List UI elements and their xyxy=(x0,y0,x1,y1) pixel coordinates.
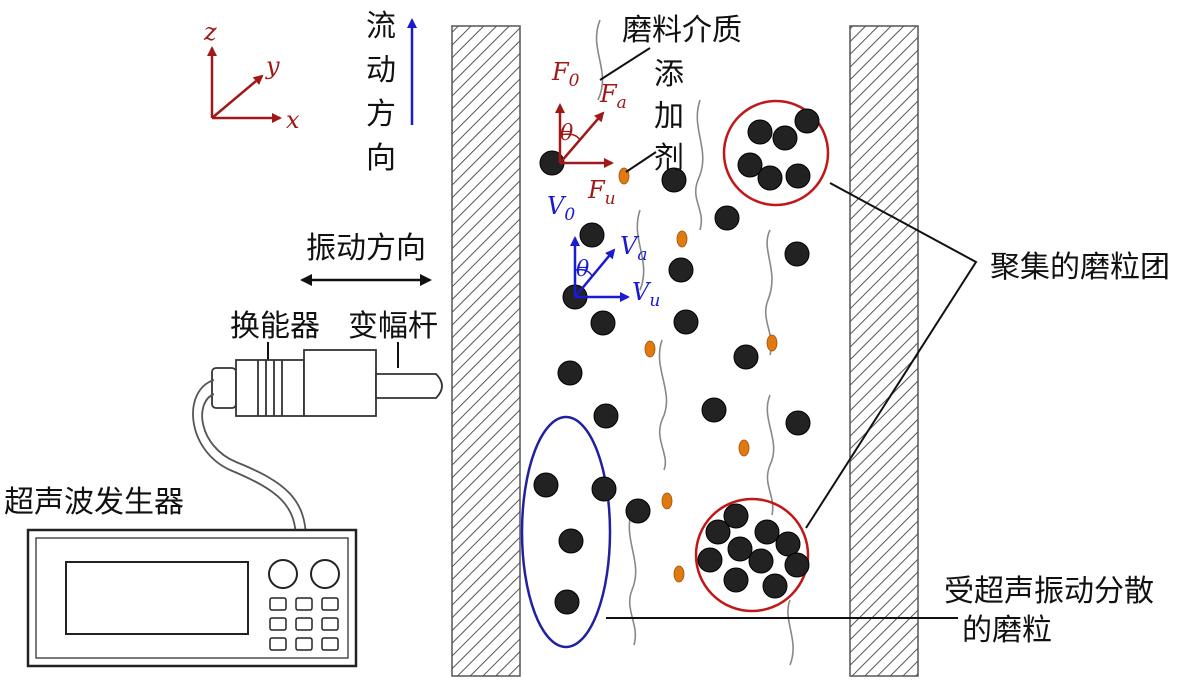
additive-droplets xyxy=(618,167,778,583)
additive-char-1: 添 xyxy=(654,57,684,92)
right-wall xyxy=(849,25,919,677)
coordinate-axes xyxy=(207,46,282,123)
medium-chains xyxy=(595,19,794,666)
force-vectors xyxy=(555,103,614,168)
transducer-assembly xyxy=(211,349,443,417)
aggregated-cluster-circle-top xyxy=(722,99,830,207)
generator-keypad xyxy=(269,597,339,651)
velocity-vectors xyxy=(570,236,630,302)
flow-direction-char-4: 向 xyxy=(366,141,396,176)
aggregated-clusters-label: 聚集的磨粒团 xyxy=(990,250,1170,285)
aggregated-cluster-circle-bottom xyxy=(694,497,810,613)
dispersed-particles-label-line1: 受超声振动分散 xyxy=(944,574,1154,609)
additive-char-2: 加 xyxy=(654,99,684,134)
abrasive-medium-label: 磨料介质 xyxy=(622,13,742,48)
force-Fa-label: Fa xyxy=(599,80,627,113)
flow-direction-char-1: 流 xyxy=(366,9,396,44)
transducer-label: 换能器 xyxy=(230,309,320,344)
generator-knob-right xyxy=(310,559,340,589)
generator-label: 超声波发生器 xyxy=(4,485,184,520)
abrasive-medium-leader xyxy=(599,47,651,81)
ultrasonic-generator xyxy=(26,528,358,668)
cable xyxy=(192,379,307,541)
axis-x-label: x xyxy=(286,106,300,134)
generator-knob-left xyxy=(268,559,298,589)
vibration-direction-label: 振动方向 xyxy=(306,231,426,266)
velocity-Vu-label: Vu xyxy=(632,278,660,311)
additive-leader xyxy=(625,151,657,173)
force-theta-label: θ xyxy=(560,121,573,146)
dispersed-particles-ellipse xyxy=(520,415,612,649)
generator-screen xyxy=(65,561,249,635)
velocity-V0-label: V0 xyxy=(547,192,575,225)
aggregated-leader-lines xyxy=(805,182,978,529)
axis-y-label: y xyxy=(265,52,280,80)
velocity-theta-label: θ xyxy=(576,257,589,282)
force-Fu-label: Fu xyxy=(587,176,616,209)
velocity-Va-label: Va xyxy=(620,232,647,265)
axis-z-label: z xyxy=(203,18,217,46)
left-wall xyxy=(451,25,521,677)
flow-direction-char-2: 动 xyxy=(366,53,396,88)
dispersed-particles-label-line2: 的磨粒 xyxy=(962,613,1052,648)
additive-char-3: 剂 xyxy=(654,141,684,176)
abrasive-particles xyxy=(533,108,820,615)
flow-direction-char-3: 方 xyxy=(366,97,396,132)
force-F0-label: F0 xyxy=(551,58,580,91)
horn-label: 变幅杆 xyxy=(348,309,438,344)
